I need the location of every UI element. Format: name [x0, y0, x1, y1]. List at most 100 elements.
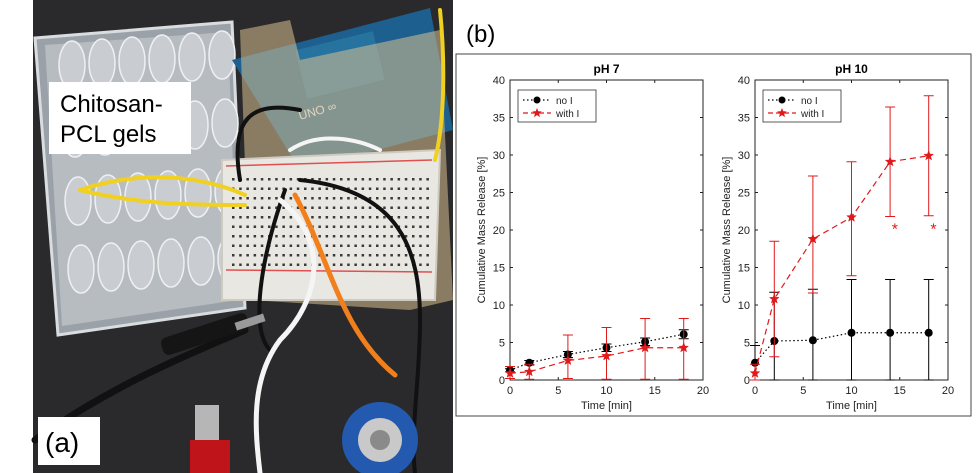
y-tick-label: 5	[499, 338, 505, 350]
well	[208, 30, 236, 80]
breadboard-hole	[354, 263, 357, 266]
data-point	[749, 367, 761, 378]
breadboard-hole	[347, 197, 350, 200]
breadboard-hole	[325, 216, 329, 219]
breadboard-hole	[368, 216, 372, 219]
breadboard-hole	[426, 225, 429, 228]
breadboard-hole	[311, 178, 314, 181]
x-tick-label: 0	[752, 385, 758, 397]
breadboard-hole	[239, 235, 242, 238]
breadboard-hole	[304, 244, 307, 247]
breadboard-hole	[253, 254, 257, 257]
breadboard-hole	[412, 187, 415, 190]
breadboard-hole	[419, 178, 422, 181]
breadboard-hole	[239, 216, 242, 219]
breadboard-hole	[289, 197, 293, 200]
breadboard-hole	[268, 206, 271, 209]
legend-label: with I	[800, 109, 824, 120]
breadboard-hole	[275, 254, 278, 257]
breadboard-hole	[325, 206, 329, 209]
breadboard-hole	[318, 263, 321, 266]
breadboard-hole	[311, 216, 314, 219]
breadboard-hole	[268, 187, 271, 190]
breadboard-hole	[282, 206, 285, 209]
breadboard-hole	[426, 197, 429, 200]
breadboard-hole	[325, 244, 329, 247]
breadboard-hole	[426, 263, 429, 266]
breadboard-hole	[253, 263, 257, 266]
breadboard-hole	[275, 235, 278, 238]
breadboard-hole	[347, 235, 350, 238]
breadboard-hole	[340, 225, 343, 228]
breadboard-hole	[368, 178, 372, 181]
breadboard-hole	[289, 254, 293, 257]
breadboard-hole	[383, 178, 386, 181]
breadboard-hole	[246, 197, 249, 200]
breadboard-hole	[239, 206, 242, 209]
breadboard-hole	[246, 178, 249, 181]
breadboard-hole	[289, 225, 293, 228]
breadboard-hole	[340, 206, 343, 209]
breadboard-hole	[404, 178, 408, 181]
breadboard-hole	[260, 197, 264, 200]
breadboard-hole	[232, 235, 235, 238]
breadboard-hole	[390, 225, 393, 228]
breadboard-hole	[332, 244, 336, 247]
breadboard-hole	[239, 197, 242, 200]
well	[148, 34, 176, 84]
breadboard-hole	[332, 197, 336, 200]
breadboard-hole	[419, 206, 422, 209]
panel-b-label: (b)	[466, 21, 495, 48]
breadboard-hole	[354, 197, 357, 200]
legend-marker	[778, 96, 786, 104]
breadboard-hole	[354, 206, 357, 209]
breadboard-hole	[260, 187, 264, 190]
breadboard-hole	[239, 254, 242, 257]
x-tick-label: 10	[845, 385, 857, 397]
well	[184, 168, 212, 218]
data-point	[886, 328, 895, 337]
breadboard-hole	[246, 216, 249, 219]
breadboard-hole	[325, 254, 329, 257]
significance-marker: *	[892, 221, 898, 238]
breadboard-hole	[397, 216, 401, 219]
y-axis-label: Cumulative Mass Release [%]	[476, 157, 488, 304]
breadboard-hole	[304, 263, 307, 266]
breadboard-hole	[260, 235, 264, 238]
breadboard-hole	[304, 254, 307, 257]
breadboard-hole	[376, 197, 379, 200]
breadboard-hole	[253, 235, 257, 238]
breadboard-hole	[404, 197, 408, 200]
y-tick-label: 10	[493, 300, 505, 312]
breadboard-hole	[397, 206, 401, 209]
legend-label: with I	[555, 109, 579, 120]
significance-marker: *	[930, 221, 936, 238]
panel-a-label: (a)	[45, 427, 79, 458]
breadboard-hole	[268, 197, 271, 200]
breadboard-hole	[311, 197, 314, 200]
breadboard-hole	[246, 206, 249, 209]
breadboard-hole	[246, 187, 249, 190]
breadboard-hole	[268, 216, 271, 219]
legend-box	[762, 89, 842, 123]
breadboard-hole	[368, 235, 372, 238]
data-point	[601, 350, 612, 361]
breadboard-hole	[282, 263, 285, 266]
breadboard-hole	[296, 225, 300, 228]
breadboard-hole	[332, 178, 336, 181]
breadboard-hole	[260, 263, 264, 266]
breadboard-hole	[340, 263, 343, 266]
y-tick-label: 0	[744, 375, 750, 387]
well	[127, 240, 155, 290]
breadboard-hole	[419, 235, 422, 238]
x-tick-label: 0	[507, 385, 513, 397]
breadboard-hole	[383, 197, 386, 200]
y-tick-label: 10	[738, 300, 750, 312]
breadboard-hole	[383, 187, 386, 190]
breadboard-hole	[376, 178, 379, 181]
data-point	[807, 233, 819, 244]
breadboard-hole	[239, 225, 242, 228]
breadboard-hole	[340, 254, 343, 257]
